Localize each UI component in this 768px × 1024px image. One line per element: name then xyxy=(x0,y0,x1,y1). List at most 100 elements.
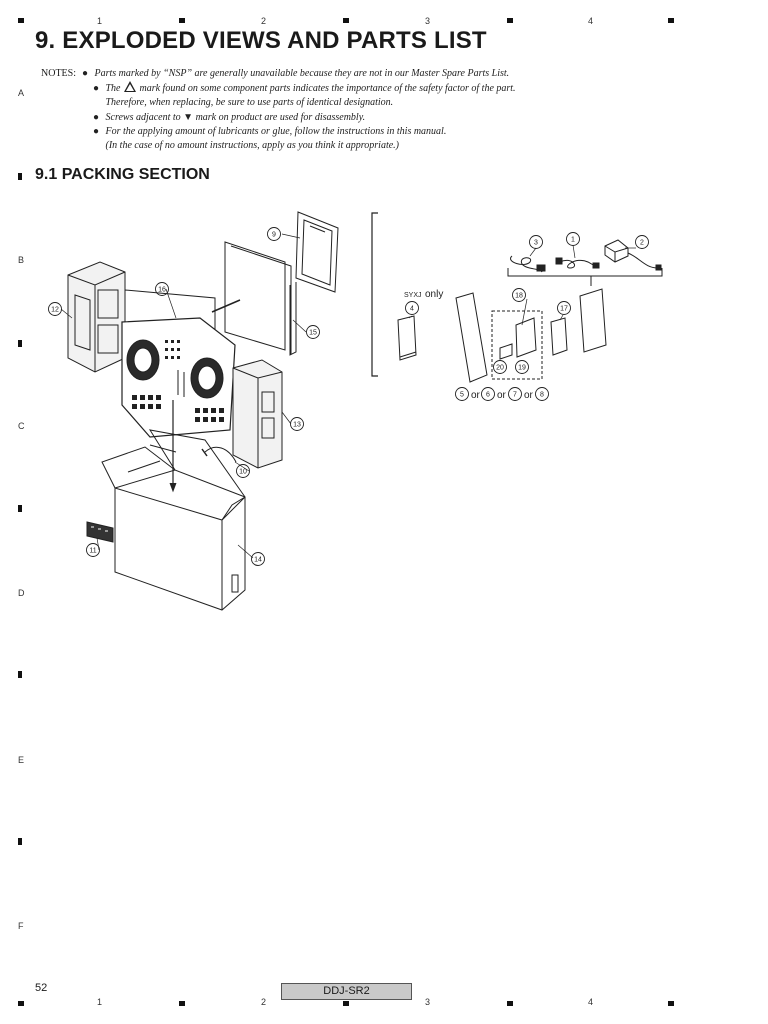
usb-cable xyxy=(510,255,546,273)
left-foam-cushion xyxy=(67,261,126,373)
or-labels: or or or xyxy=(471,390,534,401)
column-number: 3 xyxy=(425,997,431,1007)
page-title: 9. EXPLODED VIEWS AND PARTS LIST xyxy=(35,27,487,54)
callout-10 xyxy=(236,464,250,478)
bracket xyxy=(371,212,378,377)
row-letter: F xyxy=(18,921,24,931)
callout-number: 12 xyxy=(51,307,59,314)
callout-18 xyxy=(512,288,526,302)
callout-number: 8 xyxy=(540,392,544,399)
tape-strip xyxy=(204,446,237,463)
ruler-mark xyxy=(179,1001,185,1006)
note-text: Parts marked by “NSP” are generally unav… xyxy=(94,68,510,79)
callout-number: 19 xyxy=(518,365,526,372)
power-cord xyxy=(555,257,600,269)
callout-4 xyxy=(405,301,419,315)
column-number: 4 xyxy=(588,997,594,1007)
callout-number: 16 xyxy=(158,287,166,294)
callout-number: 17 xyxy=(560,306,568,313)
note-text: mark found on some component parts indic… xyxy=(139,83,516,95)
ruler-mark xyxy=(668,18,674,23)
callout-number: 1 xyxy=(571,237,575,244)
right-foam-cushion xyxy=(232,359,283,469)
ruler-mark xyxy=(18,173,22,180)
callout-1 xyxy=(566,232,580,246)
ruler-mark xyxy=(18,1001,24,1006)
callout-15 xyxy=(306,325,320,339)
ruler-mark xyxy=(507,1001,513,1006)
note-text: Therefore, when replacing, be sure to us… xyxy=(105,97,394,109)
row-letter: D xyxy=(18,588,25,598)
dj-controller xyxy=(121,317,236,438)
arrow-line xyxy=(211,299,241,313)
or-label: or xyxy=(497,390,507,401)
callout-number: 11 xyxy=(89,548,96,555)
callout-number: 14 xyxy=(254,557,262,564)
callout-12 xyxy=(48,302,62,316)
page-number: 52 xyxy=(35,982,48,994)
model-name-box: DDJ-SR2 xyxy=(281,983,412,1000)
callout-number: 20 xyxy=(496,365,504,372)
section-title: 9.1 PACKING SECTION xyxy=(35,166,210,183)
callout-6 xyxy=(481,387,495,401)
callout-number: 3 xyxy=(534,240,538,247)
column-number: 1 xyxy=(97,16,103,26)
callout-16 xyxy=(155,282,169,296)
row-letter: B xyxy=(18,255,25,265)
column-number: 1 xyxy=(97,997,103,1007)
or-label: or xyxy=(471,390,481,401)
small-card xyxy=(499,343,513,360)
ac-adapter xyxy=(604,239,662,271)
callout-number: 13 xyxy=(293,422,301,429)
ruler-mark xyxy=(18,838,22,845)
row-letter: C xyxy=(18,421,25,431)
booklet xyxy=(397,315,417,361)
row-letter: A xyxy=(18,88,25,98)
row-letter: E xyxy=(18,755,25,765)
region-only-label: only xyxy=(425,289,443,300)
callout-numbers: 9 16 12 15 13 10 11 14 4 3 1 2 18 17 20 … xyxy=(51,232,644,564)
callout-7 xyxy=(508,387,522,401)
notes-block: NOTES:● Parts marked by “NSP” are genera… xyxy=(41,68,516,152)
ruler-mark xyxy=(343,1001,349,1006)
accessory-bag xyxy=(579,288,607,353)
note-text: (In the case of no amount instructions, … xyxy=(105,140,400,152)
callout-number: 9 xyxy=(272,232,276,239)
callout-17 xyxy=(557,301,571,315)
callout-20 xyxy=(493,360,507,374)
instruction-sheet xyxy=(550,317,568,356)
column-number: 3 xyxy=(425,16,431,26)
note-text: Screws adjacent to ▼ mark on product are… xyxy=(105,111,366,123)
callout-number: 2 xyxy=(640,240,644,247)
callout-number: 18 xyxy=(515,293,523,300)
ruler-mark xyxy=(18,340,22,347)
ruler-mark xyxy=(668,1001,674,1006)
callout-14 xyxy=(251,552,265,566)
operating-manual xyxy=(455,292,488,383)
callout-8 xyxy=(535,387,549,401)
accessory-bracket xyxy=(507,268,663,277)
notes-label: NOTES: xyxy=(41,68,76,79)
cardboard-panel xyxy=(224,241,297,356)
column-number: 2 xyxy=(261,997,267,1007)
callout-11 xyxy=(86,543,100,557)
callout-number: 4 xyxy=(410,306,414,313)
warranty-sheet xyxy=(515,317,537,358)
booklet-edge xyxy=(399,351,417,358)
callout-circles xyxy=(48,227,649,566)
callout-2 xyxy=(635,235,649,249)
callout-number: 5 xyxy=(460,392,464,399)
callout-19 xyxy=(515,360,529,374)
ruler-mark xyxy=(343,18,349,23)
note-text: The xyxy=(105,83,121,95)
region-code: SYXJ xyxy=(404,292,422,299)
callout-number: 6 xyxy=(486,392,490,399)
label-sticker xyxy=(86,521,114,543)
callout-3 xyxy=(529,235,543,249)
document-folder xyxy=(295,211,339,293)
leader-lines xyxy=(60,233,636,559)
or-label: or xyxy=(524,390,534,401)
callout-number: 10 xyxy=(239,469,247,476)
ruler-mark xyxy=(18,671,22,678)
